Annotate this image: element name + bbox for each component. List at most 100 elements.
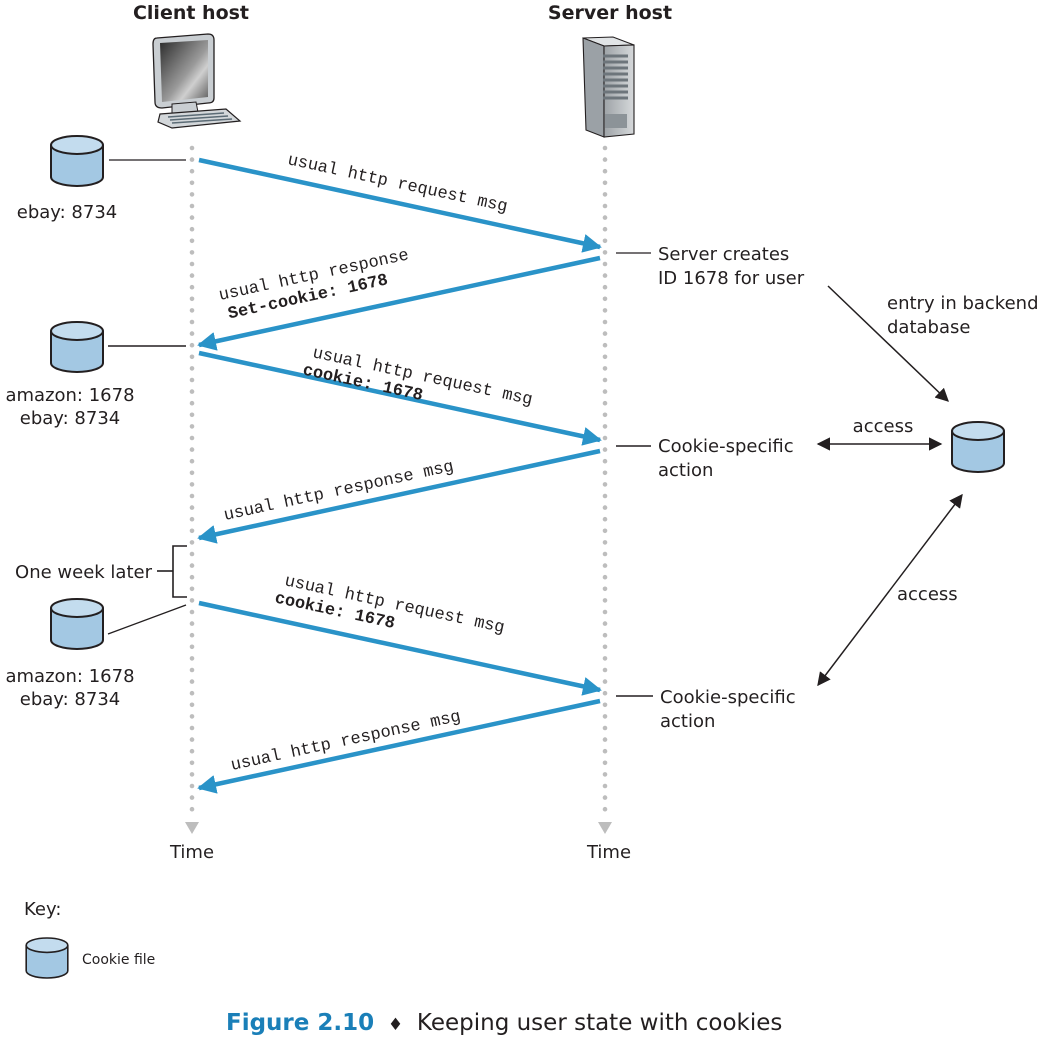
client-timeline-dot [189,667,195,673]
client-timeline-dot [189,563,195,568]
client-timeline-dot [189,644,195,650]
server-timeline-dot [602,203,608,209]
server-timeline-dot [602,342,608,348]
server-timeline-dot [602,540,608,545]
cookie-file-2-line1: amazon: 1678 [5,385,134,406]
client-timeline-dot [189,354,195,360]
server-timeline-dot [602,586,608,592]
client-timeline-dot [189,609,195,615]
client-timeline-dot [189,435,195,441]
figure-caption: Figure 2.10 ♦ Keeping user state with co… [226,1010,782,1036]
client-timeline-dot [189,319,195,325]
server-tower-icon [582,36,635,138]
cookie-file-3-line2: ebay: 8734 [20,689,120,710]
client-timeline-dot [189,621,195,626]
client-timeline-dot [189,505,195,510]
client-timeline-dot [189,180,195,186]
client-timeline-dot [189,296,195,302]
message-arrow-6 [197,698,601,794]
client-timeline-dot [189,772,195,777]
caption-separator: ♦ [388,1015,403,1035]
message-arrow-2 [197,255,601,351]
access-arrow-2 [817,493,963,687]
access-label-1: access [853,416,914,437]
server-timeline-dot [602,644,608,650]
server-timeline-dot [602,714,608,719]
server-timeline-dot [602,772,608,777]
client-timeline-dot [189,284,195,290]
client-timeline-dot [189,168,195,174]
key-title: Key: [24,899,61,920]
server-note-1: Server creates ID 1678 for user [616,244,805,289]
caption-figure-number: Figure 2.10 [226,1010,374,1036]
server-timeline-dot [602,424,608,429]
server-timeline-dot [602,667,608,673]
client-timeline-dot [189,493,195,499]
client-timeline-dot [189,192,195,197]
server-note-2: Cookie-specific action [616,436,794,481]
server-timeline-dot [602,574,608,580]
client-timeline-dot [189,424,195,429]
client-timeline-dot [189,389,195,394]
cookie-file-3-line1: amazon: 1678 [5,666,134,687]
client-timeline-dot [189,690,195,696]
server-timeline-dot [602,435,608,441]
server-timeline-dot [602,656,608,661]
client-timeline-dot [189,516,195,522]
cookie-file-cylinder-icon [50,321,104,373]
client-timeline-dot [189,702,195,708]
time-gap-bracket: One week later [15,545,187,598]
server-timeline-dot [602,806,608,812]
message-arrow-5 [198,600,602,696]
client-timeline-dot [189,238,195,244]
client-timeline-dot [189,540,195,545]
caption-text: Keeping user state with cookies [417,1010,783,1036]
client-timeline-dot [189,725,195,731]
server-timeline-dot [602,215,608,220]
client-timeline-dot [189,400,195,406]
server-time-label: Time [586,842,631,863]
server-timeline-dot [602,389,608,394]
server-timeline-dot [602,458,608,464]
client-timeline-dot [189,331,195,336]
message-arrow-4 [197,448,601,544]
server-note-1-line2: ID 1678 for user [658,268,805,289]
message-arrows [197,157,602,794]
server-timeline-dot [602,690,608,696]
server-timeline-dot [602,760,608,766]
server-timeline-dot [602,725,608,731]
server-timeline-dot [602,157,608,162]
server-timeline-dot [602,516,608,522]
server-note-3-line1: Cookie-specific [660,687,796,708]
cookie-file-2: amazon: 1678 ebay: 8734 [5,321,186,429]
server-note-2-line1: Cookie-specific [658,436,794,457]
server-timeline-dot [602,238,608,244]
client-timeline-dot [189,586,195,592]
server-timeline-dot [602,180,608,186]
server-timeline-dot [602,412,608,418]
server-timeline-dot [602,168,608,174]
server-timeline-dot [602,226,608,232]
server-host-label: Server host [548,2,672,24]
time-gap-label: One week later [15,562,153,583]
entry-label-line2: database [887,317,970,338]
client-timeline-dot [189,366,195,371]
client-timeline-dot [189,226,195,232]
message-arrow-1 [198,157,602,253]
client-timeline-dot [189,748,195,754]
server-timeline-dot [602,783,608,789]
client-timeline-dot [189,273,195,278]
key-item-label: Cookie file [82,952,155,968]
server-note-1-line1: Server creates [658,244,789,265]
access-label-2: access [897,584,958,605]
server-timeline-dot [602,145,608,151]
cookie-file-3: amazon: 1678 ebay: 8734 [5,598,187,710]
client-timeline-dot [189,203,195,209]
server-timeline-dot [602,482,608,487]
server-timeline-dot [602,261,608,267]
client-host-label: Client host [133,2,249,24]
legend-key: Key: Cookie file [24,899,155,979]
server-timeline-dot [602,273,608,278]
server-timeline-dot [602,528,608,534]
